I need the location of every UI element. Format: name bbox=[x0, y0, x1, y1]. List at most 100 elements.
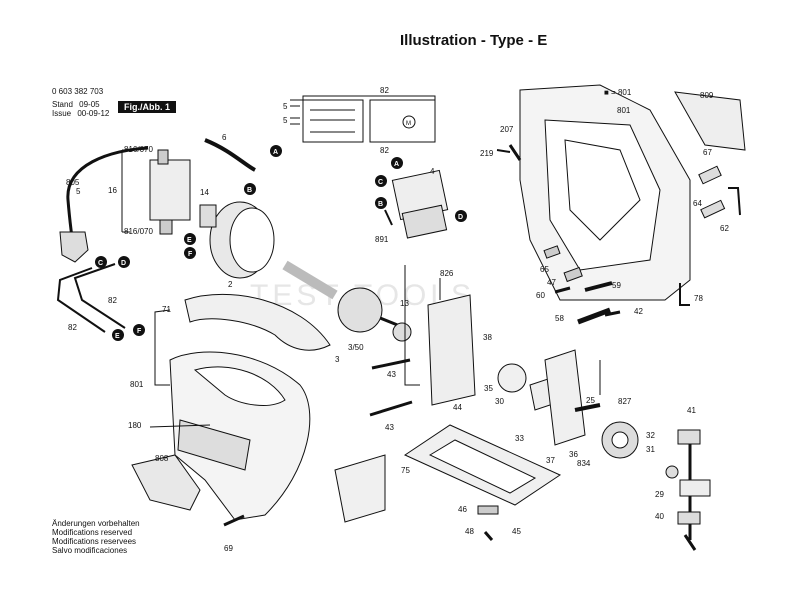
label-37: 37 bbox=[546, 456, 555, 465]
label-82c: 82 bbox=[108, 296, 117, 305]
wire-cd-ef bbox=[56, 267, 106, 333]
label-35: 35 bbox=[484, 384, 493, 393]
label-834: 834 bbox=[577, 459, 591, 468]
washer-30 bbox=[497, 363, 527, 393]
label-69: 69 bbox=[224, 544, 233, 553]
part-42 bbox=[604, 310, 621, 317]
label-75: 75 bbox=[401, 466, 410, 475]
label-65: 65 bbox=[540, 265, 549, 274]
part-46 bbox=[477, 505, 499, 515]
label-82b: 82 bbox=[380, 146, 389, 155]
label-801c: 801 bbox=[130, 380, 144, 389]
screw-48 bbox=[483, 531, 494, 541]
stand-line: Stand 09-05 bbox=[52, 100, 100, 109]
part-41 bbox=[677, 429, 701, 445]
label-60: 60 bbox=[536, 291, 545, 300]
armature bbox=[282, 260, 338, 300]
connector-b-1 bbox=[244, 183, 256, 195]
note-en: Modifications reserved bbox=[52, 528, 133, 537]
clip-207 bbox=[508, 144, 522, 161]
label-801b: 801 bbox=[617, 106, 631, 115]
label-62: 62 bbox=[720, 224, 729, 233]
connector-d-2-label: D bbox=[458, 214, 463, 221]
connector-e-2-label: E bbox=[115, 333, 120, 340]
label-30: 30 bbox=[495, 397, 504, 406]
part-29 bbox=[679, 479, 711, 497]
part-47 bbox=[563, 266, 583, 283]
label-4: 4 bbox=[430, 167, 435, 176]
connector-e-1-label: E bbox=[187, 237, 192, 244]
stand-label: Stand bbox=[52, 100, 73, 109]
rod-43-lower bbox=[369, 400, 413, 417]
note-es: Salvo modificaciones bbox=[52, 546, 128, 555]
label-5a: 5 bbox=[76, 187, 81, 196]
label-58: 58 bbox=[555, 314, 564, 323]
note-de: Änderungen vorbehalten bbox=[52, 519, 140, 528]
label-13: 13 bbox=[400, 299, 409, 308]
label-816b: 816/070 bbox=[124, 227, 153, 236]
label-25: 25 bbox=[586, 396, 595, 405]
label-29: 29 bbox=[655, 490, 664, 499]
part-58 bbox=[577, 307, 611, 325]
spring-62 bbox=[728, 187, 741, 216]
connector-a-1 bbox=[270, 145, 282, 157]
plate-37 bbox=[544, 349, 586, 446]
connector-c-2 bbox=[375, 175, 387, 187]
label-36: 36 bbox=[569, 450, 578, 459]
label-59: 59 bbox=[612, 281, 621, 290]
gearbox-826 bbox=[427, 294, 476, 406]
pin-67 bbox=[698, 165, 722, 185]
plug bbox=[59, 231, 89, 263]
label-16: 16 bbox=[108, 186, 117, 195]
label-31: 31 bbox=[646, 445, 655, 454]
part-60 bbox=[554, 286, 571, 294]
page-title: Illustration - Type - E bbox=[400, 32, 548, 49]
label-219: 219 bbox=[480, 149, 494, 158]
connector-c-1 bbox=[95, 256, 107, 268]
label-40: 40 bbox=[655, 512, 664, 521]
part-59 bbox=[584, 281, 613, 292]
vent-grille bbox=[177, 419, 251, 471]
connector-b-2 bbox=[375, 197, 387, 209]
connector-d-1-label: D bbox=[121, 260, 126, 267]
circuit-schematic-left bbox=[302, 99, 364, 143]
stand-date: 09-05 bbox=[79, 100, 100, 109]
modification-notes: Änderungen vorbehalten Modifications res… bbox=[52, 519, 140, 555]
label-42: 42 bbox=[634, 307, 643, 316]
label-5b: 5 bbox=[283, 102, 288, 111]
label-45: 45 bbox=[512, 527, 521, 536]
connector-f-2 bbox=[133, 324, 145, 336]
figure-label: Fig./Abb. 1 bbox=[118, 101, 176, 113]
label-808: 808 bbox=[155, 454, 169, 463]
motor-symbol bbox=[402, 115, 416, 129]
label-891: 891 bbox=[375, 235, 389, 244]
label-46: 46 bbox=[458, 505, 467, 514]
label-3: 3 bbox=[335, 355, 340, 364]
connector-a-2-label: A bbox=[394, 161, 399, 168]
issue-label: Issue bbox=[52, 109, 72, 118]
connector-e-2 bbox=[112, 329, 124, 341]
label-41: 41 bbox=[687, 406, 696, 415]
part-65 bbox=[543, 245, 561, 259]
issue-date: 00-09-12 bbox=[77, 109, 110, 118]
label-2: 2 bbox=[228, 280, 233, 289]
part-40 bbox=[677, 511, 701, 525]
connector-f-2-label: F bbox=[137, 328, 142, 335]
plate-808 bbox=[131, 454, 201, 511]
label-67: 67 bbox=[703, 148, 712, 157]
screw-891 bbox=[384, 209, 393, 226]
label-14: 14 bbox=[200, 188, 209, 197]
leader-71-801 bbox=[154, 309, 171, 386]
cover-809 bbox=[674, 91, 746, 151]
connector-b-2-label: B bbox=[378, 201, 383, 208]
screw-69 bbox=[223, 514, 245, 527]
label-801a: ■ = 801 bbox=[604, 88, 632, 97]
label-3-50: 3/50 bbox=[348, 343, 364, 352]
label-33: 33 bbox=[515, 434, 524, 443]
connector-d-1 bbox=[118, 256, 130, 268]
connector-f-1-label: F bbox=[188, 251, 193, 258]
cable-6 bbox=[204, 138, 256, 172]
handle-cover-71 bbox=[184, 293, 331, 351]
motor-symbol-label: M bbox=[406, 121, 411, 127]
connector-f-1 bbox=[184, 247, 196, 259]
